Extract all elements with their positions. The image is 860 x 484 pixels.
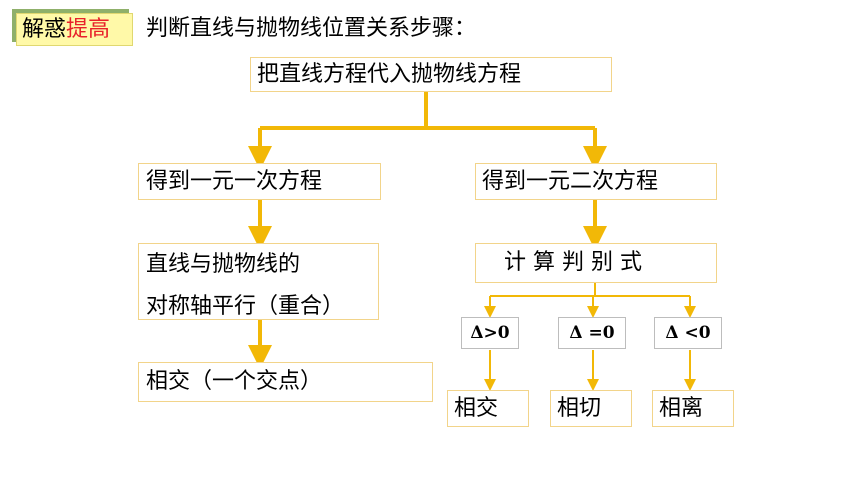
separate-result-box: 相离 [652,390,734,427]
discriminant-label: 计 算 判 别 式 [504,250,642,275]
delta-negative-box: Δ <0 [654,317,722,349]
separate-result-label: 相离 [659,396,704,421]
linear-equation-box: 得到一元一次方程 [138,163,381,200]
delta-zero-label: Δ =0 [569,323,615,343]
discriminant-box: 计 算 判 别 式 [475,243,717,283]
quadratic-equation-label: 得到一元二次方程 [482,169,659,194]
one-intersection-box: 相交（一个交点） [138,362,433,402]
tangent-result-label: 相切 [557,396,602,421]
quadratic-equation-box: 得到一元二次方程 [475,163,717,200]
parallel-axis-line2: 对称轴平行（重合） [146,294,345,319]
linear-equation-label: 得到一元一次方程 [146,169,323,194]
badge-label-red: 提高 [66,17,111,42]
badge-label-black: 解惑 [22,17,67,42]
slide-title: 判断直线与抛物线位置关系步骤： [146,16,477,41]
intersect-result-box: 相交 [447,390,529,427]
delta-positive-label: Δ>0 [470,323,510,343]
parallel-axis-box: 直线与抛物线的 对称轴平行（重合） [138,243,379,320]
step-substitute-label: 把直线方程代入抛物线方程 [257,62,522,87]
parallel-axis-line1: 直线与抛物线的 [146,252,301,277]
intersect-result-label: 相交 [454,396,499,421]
one-intersection-label: 相交（一个交点） [146,369,323,394]
delta-positive-box: Δ>0 [461,317,519,349]
delta-zero-box: Δ =0 [558,317,626,349]
delta-negative-label: Δ <0 [665,323,711,343]
section-badge: 解惑提高 [16,13,133,46]
tangent-result-box: 相切 [550,390,632,427]
step-substitute-box: 把直线方程代入抛物线方程 [250,57,612,92]
